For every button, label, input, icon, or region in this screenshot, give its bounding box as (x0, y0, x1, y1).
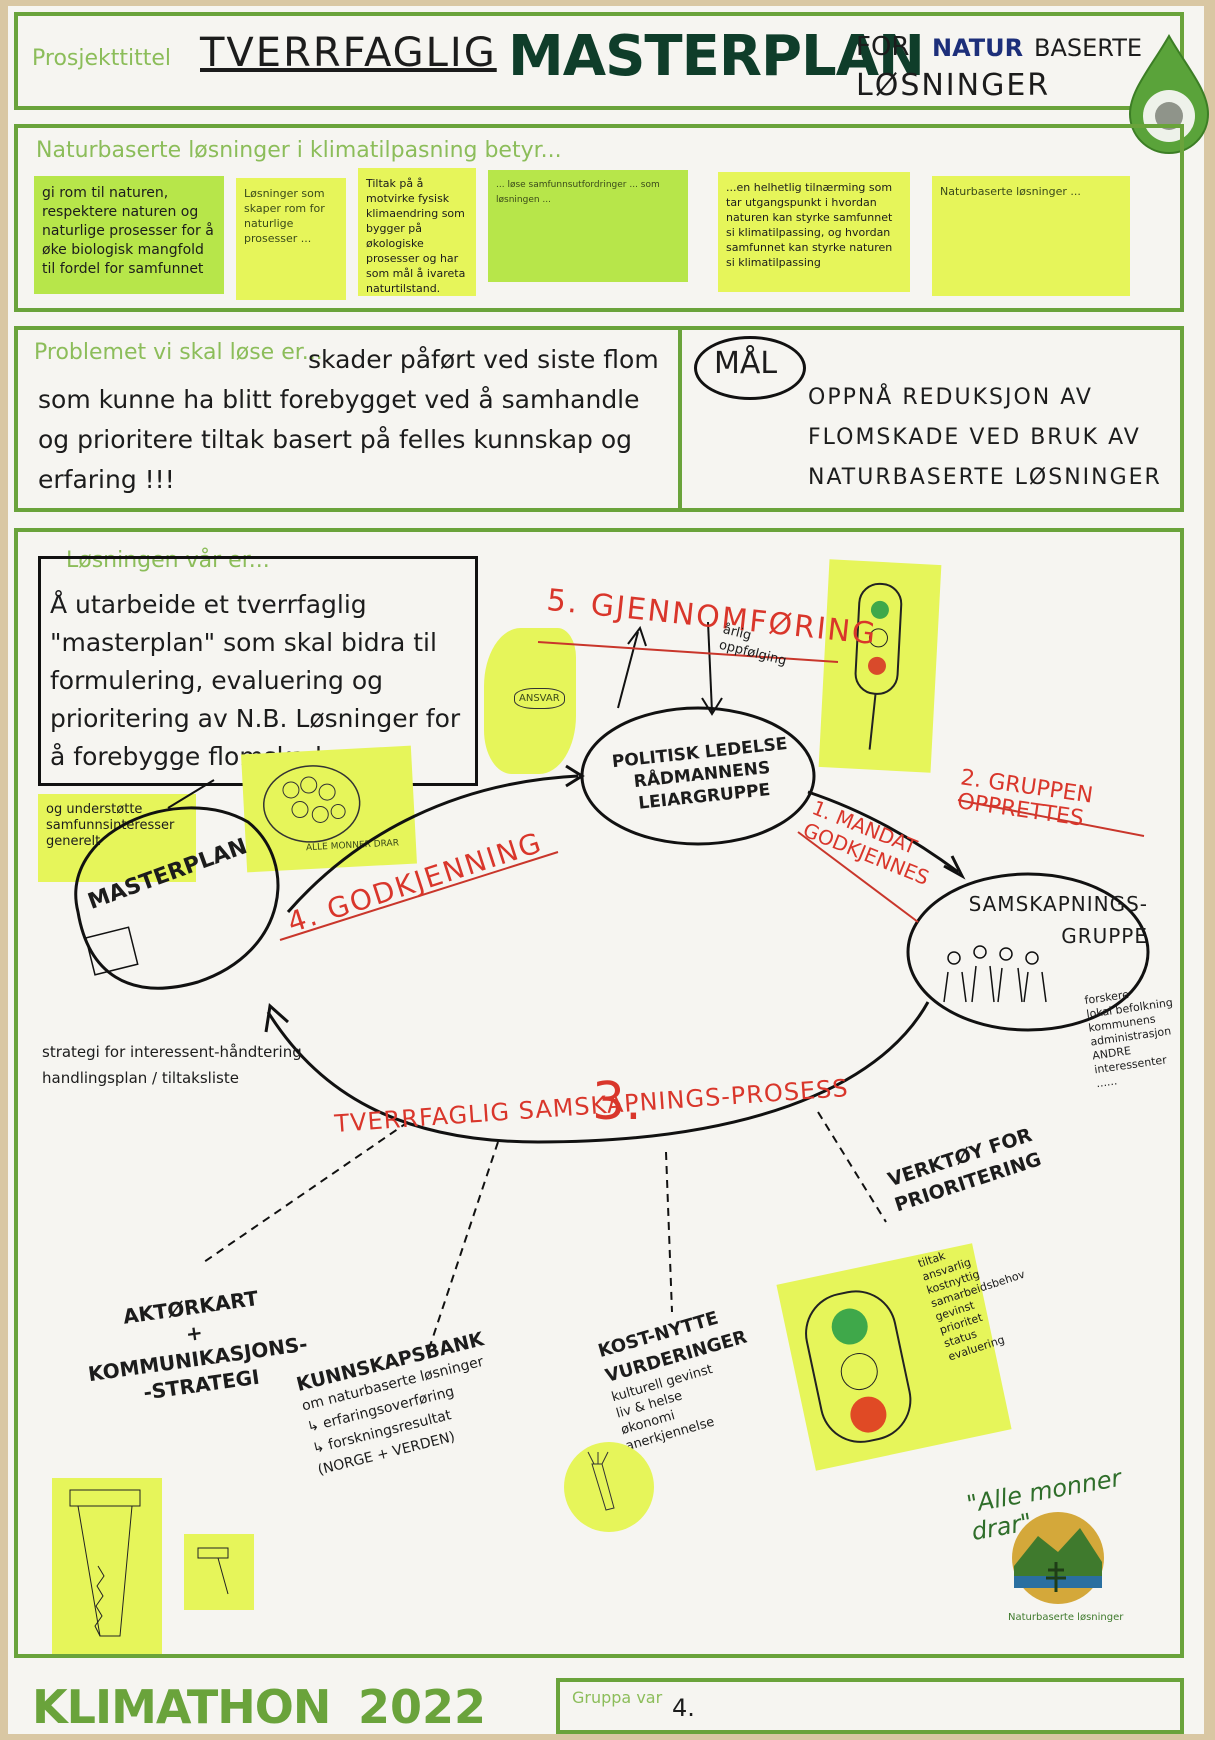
footer: KLIMATHON 2022 Gruppa var 4. (8, 1676, 1204, 1734)
goal-text: OPPNÅ REDUKSJON AV FLOMSKADE VED BRUK AV… (808, 385, 1162, 490)
arrow-godkjenning (286, 774, 579, 913)
gruppa-label: Gruppa var (572, 1688, 663, 1707)
hammer-icon (197, 1547, 229, 1595)
klimathon-brand: KLIMATHON (32, 1680, 331, 1734)
problem-goal-box: Problemet vi skal løse er... skader påfø… (14, 326, 1184, 512)
problem-text: skader påført ved siste flom som kunne h… (38, 345, 659, 494)
nbs-sticky-4: ... løse samfunnsutfordringer ... som lø… (488, 170, 688, 282)
logo-sub-text: Naturbaserte løsninger (1008, 1612, 1124, 1623)
sketch-sticky: ALLE MONNER DRAR (241, 745, 417, 873)
title-tverrfaglig: TVERRFAGLIG (200, 30, 497, 76)
solution-label: Løsningen vår er... (66, 548, 270, 573)
carrot-icon (587, 1451, 615, 1511)
problem-label: Problemet vi skal løse er... (34, 340, 323, 365)
arrow-down (707, 621, 713, 713)
ansvar-sticky: ANSVAR (484, 628, 576, 774)
arrow-samskapning-prosess (266, 1001, 930, 1144)
cycle-diagram (74, 621, 1150, 1353)
goal-label: MÅL (714, 346, 778, 381)
solution-box: Løsningen vår er... Å utarbeide et tverr… (14, 528, 1184, 1658)
gruppe-list: forskere lokal befolkning kommunens admi… (1084, 979, 1207, 1091)
step3-number: 3. (592, 1072, 642, 1132)
traffic-light-sticky-bottom (776, 1243, 1012, 1471)
nbs-sticky-5: ...en helhetlig tilnærming som tar utgan… (718, 172, 910, 292)
traffic-light-horizontal-icon (805, 1290, 912, 1443)
samskapning-oval (906, 872, 1150, 1032)
prosjekttittel-label: Prosjekttittel (32, 46, 172, 71)
carrot-sticky (564, 1442, 654, 1532)
solution-text: Å utarbeide et tverrfaglig "masterplan" … (50, 590, 461, 771)
saw-icon (69, 1489, 141, 1637)
title-for: FOR (856, 32, 910, 62)
gruppa-box: Gruppa var 4. (556, 1678, 1184, 1734)
hammer-sticky (184, 1534, 254, 1610)
drop-logo (1128, 33, 1210, 154)
alle-monner-drar-logo: "Alle monner drar" Naturbaserte løsninge… (948, 1464, 1158, 1636)
nbs-sticky-6: Naturbaserte løsninger ... (932, 176, 1130, 296)
nbs-definition-label: Naturbaserte løsninger i klimatilpasning… (36, 138, 562, 163)
nbs-sticky-3: Tiltak på å motvirke fysisk klimaendring… (358, 168, 476, 296)
klimathon-year: 2022 (358, 1680, 487, 1734)
arrow-solution (167, 779, 215, 809)
masterplan-list-item: strategi for interessent-håndtering (42, 1043, 302, 1061)
masterplan-list-item: handlingsplan / tiltaksliste (42, 1069, 239, 1087)
arrow-mandat (807, 790, 959, 874)
samskapning-label: SAMSKAPNINGS- GRUPPE (968, 892, 1148, 948)
solution-sticky: og understøtte samfunnsinteresser genere… (38, 794, 196, 882)
cell-sketch (262, 765, 361, 843)
saw-sticky (52, 1478, 162, 1654)
title-losninger: LØSNINGER (856, 68, 1051, 103)
goal-oval (694, 336, 806, 400)
title-masterplan: MASTERPLAN (508, 24, 925, 89)
nbs-definition-box: Naturbaserte løsninger i klimatilpasning… (14, 124, 1184, 312)
nbs-sticky-2: Løsninger som skaper rom for naturlige p… (236, 178, 346, 300)
title-natur: NATUR (932, 34, 1024, 62)
logo-emblem (1012, 1512, 1104, 1604)
traffic-light-icon (854, 582, 903, 750)
nbs-sticky-1: gi rom til naturen, respektere naturen o… (34, 176, 224, 294)
arrow-up (617, 631, 639, 709)
title-baserte: BASERTE (1034, 34, 1143, 62)
ansvar-label: ANSVAR (514, 688, 565, 709)
problem-goal-divider (678, 330, 682, 508)
poster: Prosjekttittel TVERRFAGLIG MASTERPLAN FO… (8, 6, 1210, 1734)
traffic-light-sticky-top (818, 559, 942, 773)
header-box: Prosjekttittel TVERRFAGLIG MASTERPLAN FO… (14, 12, 1184, 110)
masterplan-oval (74, 806, 280, 990)
gruppa-value: 4. (672, 1694, 695, 1722)
masterplan-list: strategi for interessent-håndtering hand… (42, 1042, 302, 1088)
